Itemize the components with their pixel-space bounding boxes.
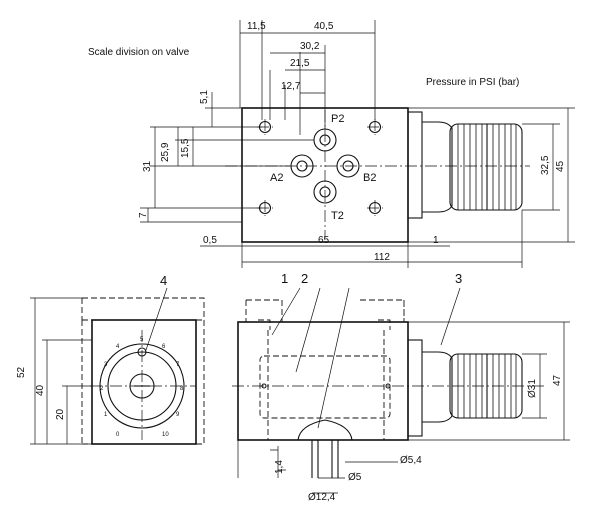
- end-view-body: [91, 319, 197, 445]
- dim-112: 112: [374, 252, 390, 263]
- dim-11-5: 11,5: [247, 21, 266, 32]
- solenoid-coil-side: [407, 339, 523, 437]
- dim-32-5: 32,5: [540, 155, 551, 175]
- port-p-label: P2: [331, 113, 344, 125]
- dia-31: Ø31: [527, 379, 538, 398]
- dim-45: 45: [555, 160, 566, 172]
- dim-40: 40: [35, 384, 46, 396]
- dim-15-5: 15,5: [180, 138, 191, 158]
- dim-30-2: 30,2: [300, 41, 320, 52]
- dim-20: 20: [55, 408, 66, 420]
- right-dimensions-top-view: 32,5 45: [408, 107, 575, 243]
- svg-text:5: 5: [140, 337, 144, 343]
- dim-31: 31: [142, 160, 153, 172]
- dim-25-9: 25,9: [160, 142, 171, 162]
- solenoid-coil-top: [407, 111, 523, 219]
- left-dimensions: 5,1 15,5 25,9 31 7: [138, 90, 314, 223]
- mounting-holes: [257, 119, 383, 216]
- dim-40-5: 40,5: [314, 21, 334, 32]
- top-view: P2 A2 B2 T2 11,5 40,5 30,2 21,5 12,7: [138, 20, 575, 268]
- dia-5-4: Ø5,4: [400, 455, 422, 466]
- dim-12-7: 12,7: [281, 81, 301, 92]
- scale-division-note: Scale division on valve: [88, 47, 190, 58]
- port-boss: [297, 419, 353, 441]
- side-view-body: [237, 321, 409, 441]
- svg-text:2: 2: [100, 386, 104, 392]
- port-b-label: B2: [363, 172, 376, 184]
- dim-1: 1: [433, 235, 439, 246]
- svg-text:0: 0: [116, 432, 120, 438]
- dim-21-5: 21,5: [290, 58, 310, 69]
- callout-4: 4: [160, 273, 167, 288]
- scale-markings: 0 1 2 3 4 5 6 7 8 9 10: [100, 337, 184, 438]
- dim-52: 52: [16, 366, 27, 378]
- dim-65: 65: [318, 235, 330, 246]
- dim-47: 47: [552, 374, 563, 386]
- svg-text:7: 7: [176, 362, 180, 368]
- svg-text:10: 10: [162, 432, 169, 438]
- callout-1: 1: [281, 271, 288, 286]
- svg-text:8: 8: [180, 386, 184, 392]
- bottom-dimensions-top-view: 0,5 65 1 112: [200, 210, 523, 268]
- top-dimensions: 11,5 40,5 30,2 21,5 12,7: [239, 20, 376, 135]
- dim-1-4: 1,4: [274, 460, 285, 474]
- svg-text:4: 4: [116, 344, 120, 350]
- svg-text:3: 3: [104, 362, 108, 368]
- side-view: 1 2 3 Ø31 47 1,4 Ø5,4 Ø5 Ø12,4: [232, 271, 570, 503]
- port-t-label: T2: [331, 210, 344, 222]
- dim-0-5: 0,5: [203, 235, 217, 246]
- internal-cavity: [259, 355, 391, 419]
- pressure-units-note: Pressure in PSI (bar): [426, 77, 519, 88]
- svg-text:1: 1: [104, 412, 108, 418]
- port-a-label: A2: [270, 172, 283, 184]
- callout-3: 3: [455, 271, 462, 286]
- dia-5: Ø5: [348, 472, 362, 483]
- dim-5-1: 5,1: [199, 90, 210, 104]
- dia-12-4: Ø12,4: [308, 492, 336, 503]
- callout-2: 2: [301, 271, 308, 286]
- end-view: 0 1 2 3 4 5 6 7 8 9 10 4 52 40 20: [16, 273, 205, 445]
- svg-text:9: 9: [176, 412, 180, 418]
- dim-7: 7: [138, 212, 149, 218]
- svg-text:6: 6: [162, 344, 166, 350]
